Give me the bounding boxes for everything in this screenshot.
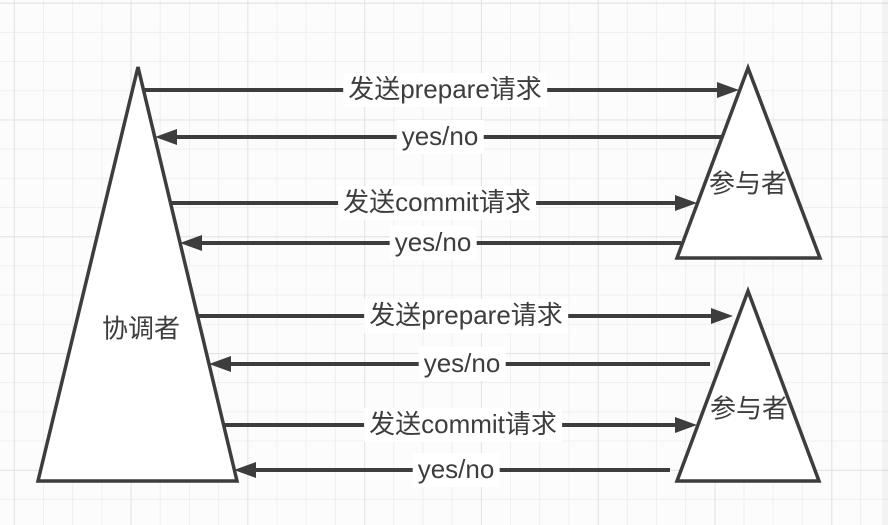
arrowhead-right-icon	[675, 417, 697, 433]
message-label: 发送prepare请求	[343, 73, 547, 107]
arrowhead-right-icon	[717, 82, 739, 98]
canvas-right-edge	[882, 0, 888, 525]
arrowhead-left-icon	[234, 462, 256, 478]
coordinator-shape[interactable]	[34, 63, 240, 485]
arrowhead-left-icon	[180, 235, 202, 251]
message-label: 发送prepare请求	[364, 299, 568, 333]
coordinator-label: 协调者	[101, 313, 181, 344]
coordinator-triangle-outline	[35, 66, 240, 483]
message-label: yes/no	[412, 453, 500, 487]
participant-1-label: 参与者	[708, 168, 788, 199]
message-label: 发送commit请求	[338, 186, 536, 220]
message-label: yes/no	[418, 347, 506, 381]
message-label: yes/no	[396, 120, 484, 154]
participant-2-shape[interactable]	[673, 286, 825, 486]
message-label: yes/no	[389, 226, 477, 260]
message-label: 发送commit请求	[364, 408, 562, 442]
participant-1-shape[interactable]	[673, 63, 825, 263]
participant-2-label: 参与者	[709, 393, 789, 424]
participant-2-triangle-outline	[674, 286, 822, 483]
arrowhead-right-icon	[675, 195, 697, 211]
arrowhead-left-icon	[155, 129, 177, 145]
participant-1-triangle-outline	[674, 63, 823, 260]
arrowhead-right-icon	[711, 308, 733, 324]
arrowhead-left-icon	[209, 356, 231, 372]
